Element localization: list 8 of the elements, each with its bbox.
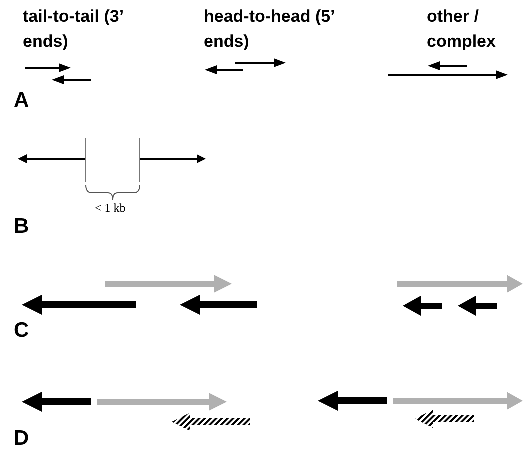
column-heading: tail-to-tail (3’ ends) xyxy=(23,6,124,53)
panel-label: C xyxy=(14,320,30,342)
distance-label: < 1 kb xyxy=(95,201,127,215)
panel-label: D xyxy=(14,428,30,450)
column-heading: other / complex xyxy=(427,6,497,53)
column-heading: head-to-head (5’ ends) xyxy=(204,6,336,53)
panel-label: A xyxy=(14,90,30,112)
panel-label: B xyxy=(14,216,30,238)
